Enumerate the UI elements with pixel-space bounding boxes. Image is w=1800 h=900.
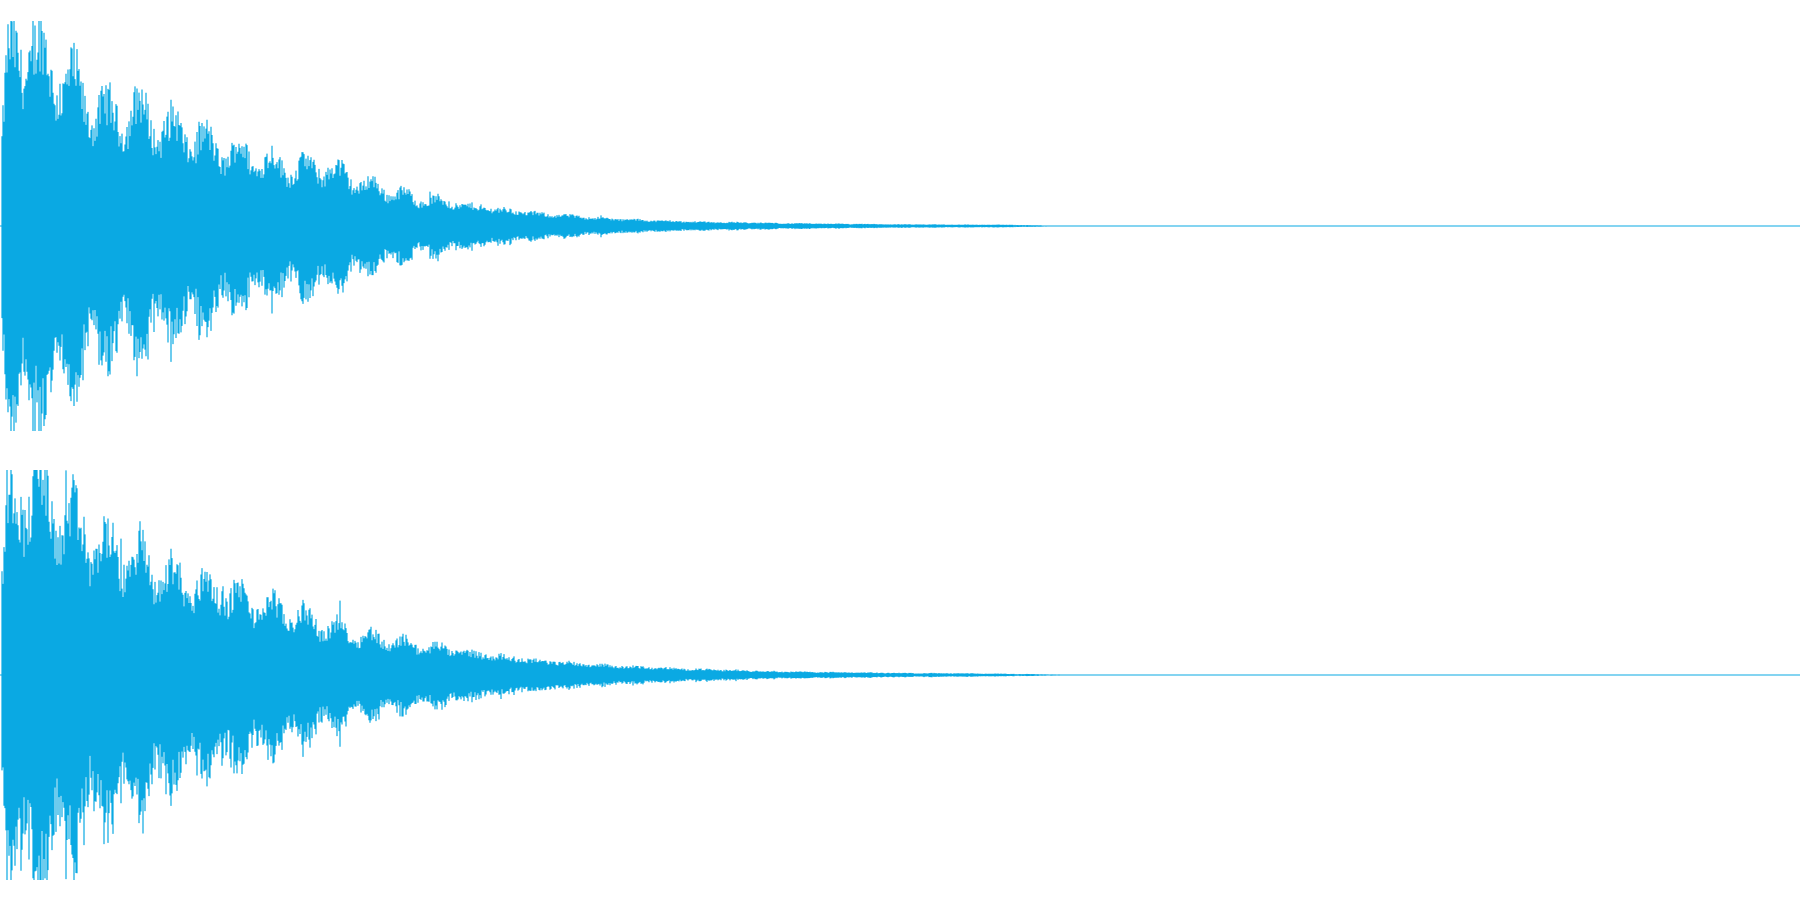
right-channel-wave (1, 470, 1094, 880)
left-channel-waveform (0, 21, 1800, 431)
left-channel-wave (1, 21, 1077, 431)
right-channel-waveform (0, 470, 1800, 880)
